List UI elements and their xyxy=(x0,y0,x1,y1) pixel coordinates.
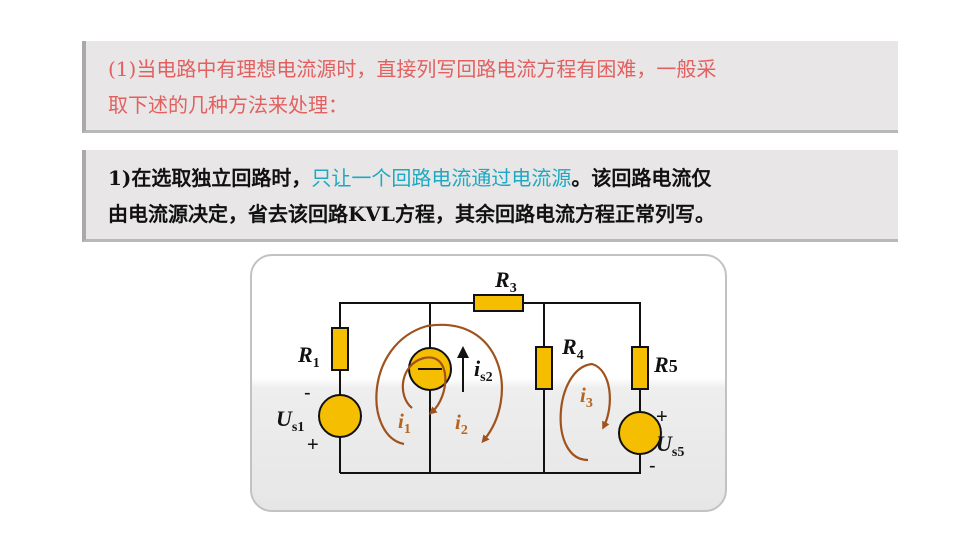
label-r1: R1 xyxy=(297,342,320,371)
method-highlight: 只让一个回路电流通过电流源 xyxy=(311,166,572,190)
us1-plus-sign: + xyxy=(307,434,319,456)
label-r5: R5 xyxy=(653,352,678,377)
resistor-r3 xyxy=(473,294,524,312)
label-i3: i3 xyxy=(580,383,593,411)
intro-line-2: 取下述的几种方法来处理： xyxy=(108,93,348,117)
us1-minus-sign: - xyxy=(304,382,311,404)
loop-arrow-i1-icon xyxy=(401,356,447,415)
loop-arrow-i2-icon xyxy=(375,323,503,446)
voltage-source-us5 xyxy=(618,411,662,455)
label-r3: R3 xyxy=(494,267,517,296)
method-box: 1)在选取独立回路时，只让一个回路电流通过电流源。该回路电流仅 由电流源决定，省… xyxy=(82,150,898,242)
circuit-svg: R1 R3 R4 R5 Us1 Us5 is2 i1 i2 i3 - + + - xyxy=(276,267,684,477)
method-line-1-b: 。该回路电流仅 xyxy=(571,166,712,190)
label-r4: R4 xyxy=(561,334,584,363)
label-is2: is2 xyxy=(474,356,493,385)
wires xyxy=(339,302,641,474)
intro-box: (1)当电路中有理想电流源时，直接列写回路电流方程有困难，一般采 取下述的几种方… xyxy=(82,41,898,133)
resistor-r5 xyxy=(631,346,649,390)
label-us5: Us5 xyxy=(656,431,684,460)
label-i2: i2 xyxy=(455,410,468,438)
us5-minus-sign: - xyxy=(649,455,656,477)
circuit-diagram: R1 R3 R4 R5 Us1 Us5 is2 i1 i2 i3 - + + - xyxy=(250,254,727,512)
voltage-source-us1 xyxy=(318,394,362,438)
label-us1: Us1 xyxy=(276,406,304,435)
loop-arrow-i3-icon xyxy=(559,362,611,462)
method-line-2: 由电流源决定，省去该回路KVL方程，其余回路电流方程正常列写。 xyxy=(108,202,715,226)
resistor-r1 xyxy=(331,327,349,371)
label-i1: i1 xyxy=(398,409,411,437)
us5-plus-sign: + xyxy=(656,406,668,428)
method-line-1-a: 1)在选取独立回路时， xyxy=(108,166,312,190)
resistor-r4 xyxy=(535,346,553,390)
intro-line-1: (1)当电路中有理想电流源时，直接列写回路电流方程有困难，一般采 xyxy=(108,57,717,81)
method-line-1: 1)在选取独立回路时，只让一个回路电流通过电流源。该回路电流仅 xyxy=(108,160,898,196)
